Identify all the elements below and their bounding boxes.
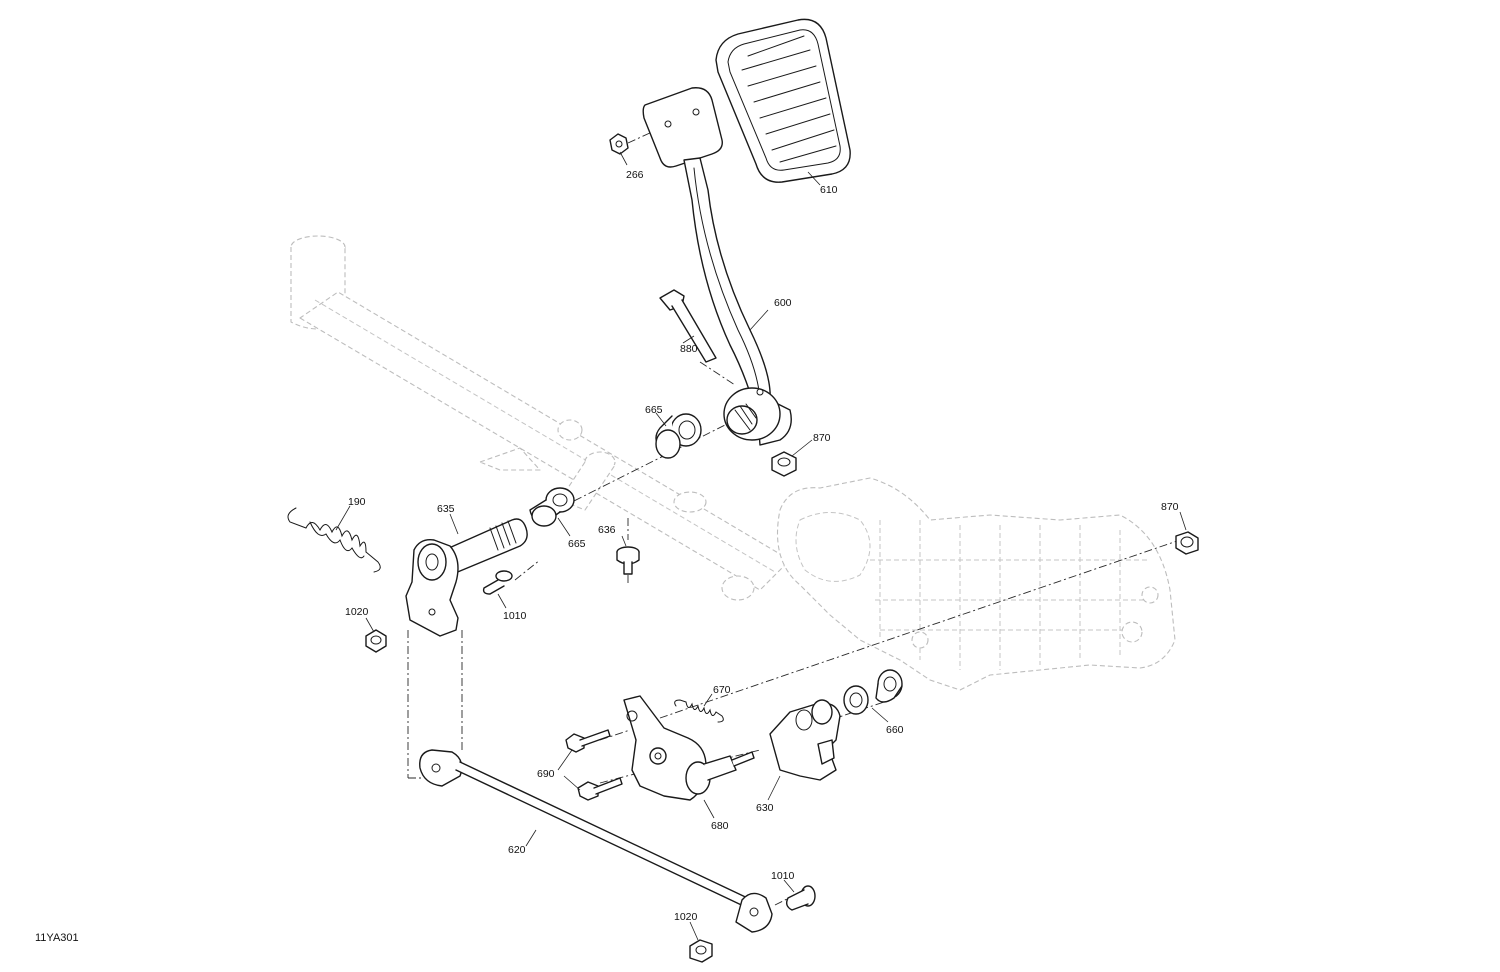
callout-670: 670 bbox=[713, 684, 731, 696]
bolt-880 bbox=[659, 289, 717, 363]
bushing-665-upper bbox=[655, 413, 702, 459]
nut-870-upper bbox=[771, 451, 797, 477]
callout-660: 660 bbox=[886, 724, 904, 736]
callout-1010-upper: 1010 bbox=[503, 610, 527, 622]
lever-shaft-635 bbox=[405, 518, 528, 637]
callout-690: 690 bbox=[537, 768, 555, 780]
bushing-660 bbox=[843, 669, 903, 715]
callout-630: 630 bbox=[756, 802, 774, 814]
pad-mount-plate bbox=[642, 87, 723, 168]
spring-670 bbox=[674, 699, 724, 723]
callout-620: 620 bbox=[508, 844, 526, 856]
callout-636: 636 bbox=[598, 524, 616, 536]
bolt-690-upper bbox=[565, 729, 611, 753]
callout-635: 635 bbox=[437, 503, 455, 515]
pedal-arm-600 bbox=[683, 157, 792, 446]
callout-665-lower: 665 bbox=[568, 538, 586, 550]
nut-1020-upper bbox=[365, 629, 387, 653]
callout-labels: 266 610 600 880 665 870 190 635 665 636 … bbox=[345, 169, 1179, 923]
leader-lines bbox=[335, 151, 1187, 941]
callout-665-upper: 665 bbox=[645, 404, 663, 416]
callout-880: 880 bbox=[680, 343, 698, 355]
spring-190 bbox=[287, 507, 381, 573]
link-rod-620 bbox=[419, 749, 773, 933]
callout-1020-upper: 1020 bbox=[345, 606, 369, 618]
ghost-gearbox-housing bbox=[777, 477, 1176, 691]
nut-266 bbox=[609, 133, 629, 155]
callout-1010-lower: 1010 bbox=[771, 870, 795, 882]
callout-680: 680 bbox=[711, 820, 729, 832]
nut-1020-lower bbox=[689, 939, 713, 963]
pin-1010-lower bbox=[785, 885, 816, 911]
lever-plate-680 bbox=[623, 695, 755, 801]
bumper-636 bbox=[616, 546, 640, 575]
callout-1020-lower: 1020 bbox=[674, 911, 698, 923]
pedal-pad-610 bbox=[715, 18, 851, 183]
pin-1010-upper bbox=[482, 570, 513, 595]
callout-266: 266 bbox=[626, 169, 644, 181]
nut-870-right bbox=[1175, 531, 1199, 555]
figure-reference: 11YA301 bbox=[35, 932, 79, 944]
bushing-665-lower bbox=[529, 487, 575, 527]
cam-bracket-630 bbox=[769, 699, 841, 781]
callout-870-right: 870 bbox=[1161, 501, 1179, 513]
callout-610: 610 bbox=[820, 184, 838, 196]
callout-190: 190 bbox=[348, 496, 366, 508]
bolt-690-lower bbox=[577, 777, 623, 801]
callout-870-upper: 870 bbox=[813, 432, 831, 444]
callout-600: 600 bbox=[774, 297, 792, 309]
